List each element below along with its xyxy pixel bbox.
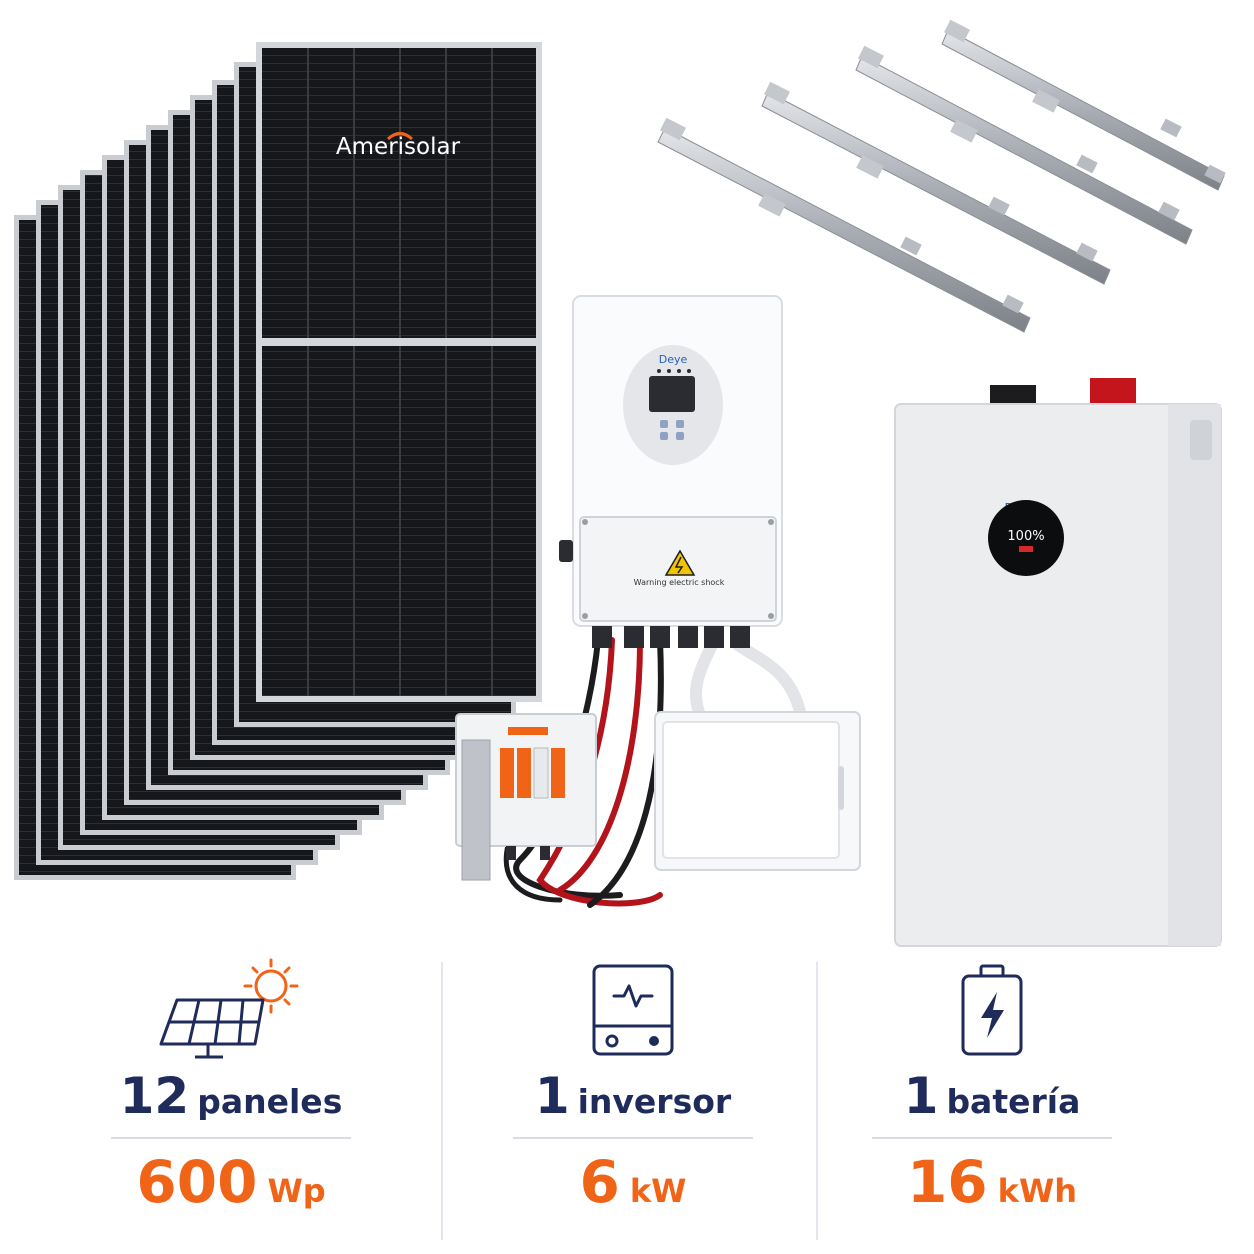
mounting-rails: [657, 19, 1226, 333]
inverter-count: 1: [534, 1067, 570, 1125]
column-divider: [816, 962, 818, 1240]
ac-distribution-box: [654, 711, 861, 871]
solar-panel-sun-icon: [66, 955, 396, 1065]
battery-soc-display: 100%: [1007, 529, 1044, 544]
mounting-rail: [855, 45, 1193, 245]
mounting-rail: [941, 19, 1226, 191]
dc-protection-box: [455, 713, 597, 881]
battery-count-label: batería: [946, 1082, 1081, 1121]
mounting-rail: [657, 117, 1031, 333]
solar-panel-stack: Amerisolar: [14, 42, 542, 880]
battery-capacity-value: 16: [906, 1148, 988, 1216]
panel-count: 12: [119, 1067, 190, 1125]
solar-panel-front: Amerisolar: [256, 42, 542, 702]
inverter-warning-label: Warning electric shock: [634, 578, 725, 587]
cables: [503, 637, 806, 908]
spec-divider: [111, 1137, 351, 1139]
inverter-power-value: 6: [579, 1148, 620, 1216]
inverter-icon: [468, 955, 798, 1065]
panel-brand-logo: Amerisolar: [336, 134, 461, 160]
battery-capacity-unit: kWh: [997, 1172, 1078, 1210]
panel-power-unit: Wp: [267, 1172, 326, 1210]
spec-divider: [513, 1137, 753, 1139]
lithium-battery: Deye 100%: [894, 378, 1222, 947]
battery-count: 1: [903, 1067, 939, 1125]
battery-bolt-icon: [827, 955, 1157, 1065]
column-divider: [441, 962, 443, 1240]
mounting-rail: [761, 81, 1111, 285]
inverter-brand-logo: Deye: [659, 353, 688, 366]
panel-power-value: 600: [136, 1148, 258, 1216]
hybrid-inverter: Deye Warning electric shock: [559, 295, 783, 648]
spec-divider: [872, 1137, 1112, 1139]
panel-count-label: paneles: [197, 1082, 343, 1121]
inverter-power-unit: kW: [629, 1172, 687, 1210]
inverter-count-label: inversor: [577, 1082, 732, 1121]
